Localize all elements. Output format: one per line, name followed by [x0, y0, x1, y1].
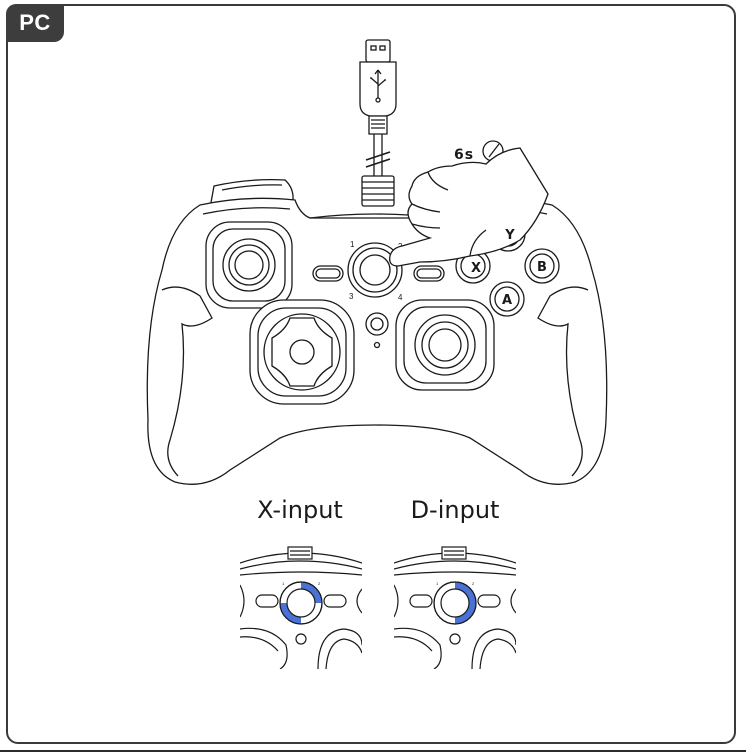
timer-icon: 6s	[454, 140, 504, 163]
mode-label-dinput: D-input	[410, 496, 500, 524]
svg-text:B: B	[537, 260, 547, 275]
right-thumbstick	[395, 299, 495, 391]
dinput-led-preview: 1 2	[394, 545, 516, 669]
section-tab-pc: PC	[6, 4, 64, 42]
back-button	[413, 265, 445, 282]
xinput-led-preview: 1 2	[240, 545, 362, 669]
led-quadrant-bottom-left	[280, 603, 301, 624]
left-thumbstick	[205, 221, 293, 309]
controller-illustration: 6s 1 2 3 4 B A	[146, 39, 608, 485]
svg-text:X: X	[471, 261, 481, 276]
led-quadrant-bottom-right	[455, 603, 476, 624]
hand-icon	[389, 147, 549, 267]
led-quadrant-top-right	[455, 582, 476, 603]
svg-text:A: A	[502, 293, 512, 308]
hold-time-text: 6s	[454, 147, 474, 163]
usb-plug-icon	[359, 39, 397, 207]
svg-text:2: 2	[472, 581, 475, 586]
svg-text:1: 1	[350, 240, 355, 249]
svg-text:1: 1	[436, 581, 439, 586]
svg-text:1: 1	[282, 581, 285, 586]
svg-text:4: 4	[398, 293, 403, 302]
start-button	[312, 265, 344, 282]
led-quadrant-top-right	[301, 582, 322, 603]
mode-label-xinput: X-input	[257, 496, 343, 524]
svg-text:Y: Y	[504, 228, 515, 243]
svg-text:2: 2	[318, 581, 321, 586]
dpad	[249, 299, 355, 405]
home-button	[365, 312, 389, 336]
page-bottom-rule	[0, 750, 746, 752]
page-frame	[6, 4, 736, 744]
svg-text:3: 3	[349, 292, 354, 301]
